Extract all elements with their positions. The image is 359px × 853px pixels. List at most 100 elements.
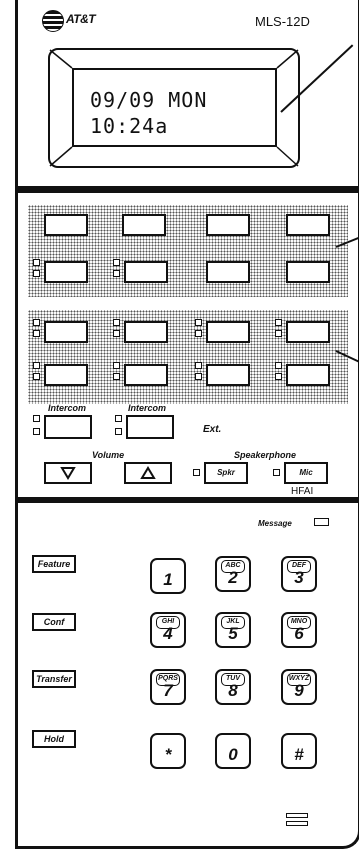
message-light <box>314 518 329 526</box>
line-button-1[interactable] <box>44 321 88 343</box>
att-globe-logo <box>42 10 64 32</box>
triangle-down-icon <box>60 467 76 480</box>
dial-key-letters: JKL <box>221 616 245 629</box>
volume-label: Volume <box>92 450 125 460</box>
led-indicator <box>275 330 282 337</box>
section-divider-bottom <box>15 497 359 503</box>
dial-key-digit: 1 <box>163 570 173 589</box>
dial-key-digit: 2 <box>228 568 238 587</box>
dial-key-letters: MNO <box>287 616 311 629</box>
line-button-6[interactable] <box>124 364 168 386</box>
led-indicator <box>33 373 40 380</box>
led-indicator <box>113 270 120 277</box>
led-indicator <box>33 415 40 422</box>
hold-key[interactable]: Hold <box>32 730 76 748</box>
dial-key-7[interactable]: PQRS 7 <box>150 669 186 705</box>
dial-key-digit: 0 <box>228 745 238 764</box>
triangle-up-icon <box>140 466 156 479</box>
dial-key-1[interactable]: 1 <box>150 558 186 594</box>
dial-key-letters: DEF <box>287 560 311 573</box>
led-indicator <box>33 270 40 277</box>
line-button-8[interactable] <box>286 364 330 386</box>
dial-key-4[interactable]: GHI 4 <box>150 612 186 648</box>
led-indicator <box>115 415 122 422</box>
led-indicator <box>33 259 40 266</box>
model-label: MLS-12D <box>255 14 310 29</box>
intercom-button-right[interactable] <box>126 415 174 439</box>
dial-key-digit: 5 <box>228 624 238 643</box>
led-indicator <box>113 373 120 380</box>
feature-button-3[interactable] <box>206 214 250 236</box>
led-indicator <box>195 330 202 337</box>
dial-key-0[interactable]: 0 <box>215 733 251 769</box>
mic-button[interactable]: Mic <box>284 462 328 484</box>
brand-label: AT&T <box>66 12 96 26</box>
feature-button-5[interactable] <box>44 261 88 283</box>
led-indicator <box>275 362 282 369</box>
volume-down-button[interactable] <box>44 462 92 484</box>
led-indicator <box>113 330 120 337</box>
intercom-label-right: Intercom <box>128 403 167 413</box>
led-indicator <box>33 330 40 337</box>
lcd-line-date: 09/09 MON <box>90 88 208 112</box>
lcd-screen <box>72 68 277 147</box>
led-indicator <box>115 428 122 435</box>
led-indicator <box>275 319 282 326</box>
intercom-button-left[interactable] <box>44 415 92 439</box>
conference-key[interactable]: Conf <box>32 613 76 631</box>
feature-button-2[interactable] <box>122 214 166 236</box>
lcd-line-time: 10:24a <box>90 114 169 138</box>
dial-key-digit: 7 <box>163 681 173 700</box>
dial-key-8[interactable]: TUV 8 <box>215 669 251 705</box>
line-button-4[interactable] <box>286 321 330 343</box>
dial-key-6[interactable]: MNO 6 <box>281 612 317 648</box>
dial-key-digit: 9 <box>294 681 304 700</box>
feature-button-7[interactable] <box>206 261 250 283</box>
dial-key-9[interactable]: WXYZ 9 <box>281 669 317 705</box>
dial-key-5[interactable]: JKL 5 <box>215 612 251 648</box>
speakerphone-label: Speakerphone <box>234 450 297 460</box>
feature-button-6[interactable] <box>124 261 168 283</box>
transfer-key[interactable]: Transfer <box>32 670 76 688</box>
speaker-grille-bottom <box>286 821 308 826</box>
dial-key-star[interactable]: * <box>150 733 186 769</box>
led-indicator <box>195 362 202 369</box>
dial-key-letters: WXYZ <box>287 673 311 686</box>
section-divider-top <box>15 186 359 193</box>
dial-key-3[interactable]: DEF 3 <box>281 556 317 592</box>
line-button-3[interactable] <box>206 321 250 343</box>
dial-key-pound[interactable]: # <box>281 733 317 769</box>
speaker-grille-top <box>286 813 308 818</box>
dial-key-letters: GHI <box>156 616 180 629</box>
dial-key-digit: * <box>164 745 172 764</box>
line-button-2[interactable] <box>124 321 168 343</box>
intercom-label-left: Intercom <box>48 403 87 413</box>
feature-button-4[interactable] <box>286 214 330 236</box>
dial-key-digit: # <box>294 745 304 764</box>
line-button-5[interactable] <box>44 364 88 386</box>
hfai-label: HFAI <box>291 486 314 497</box>
message-label: Message <box>258 519 292 528</box>
led-indicator <box>193 469 200 476</box>
led-indicator <box>113 319 120 326</box>
feature-key[interactable]: Feature <box>32 555 76 573</box>
speaker-button[interactable]: Spkr <box>204 462 248 484</box>
display-bezel <box>48 48 300 168</box>
feature-button-1[interactable] <box>44 214 88 236</box>
led-indicator <box>33 319 40 326</box>
feature-button-8[interactable] <box>286 261 330 283</box>
led-indicator <box>33 362 40 369</box>
dial-key-digit: 3 <box>294 568 304 587</box>
display-bevel-lines <box>49 49 299 167</box>
ext-label: Ext. <box>203 424 222 435</box>
dial-key-digit: 8 <box>228 681 238 700</box>
led-indicator <box>113 259 120 266</box>
volume-up-button[interactable] <box>124 462 172 484</box>
led-indicator <box>195 373 202 380</box>
line-button-7[interactable] <box>206 364 250 386</box>
dial-key-letters: TUV <box>221 673 245 686</box>
led-indicator <box>33 428 40 435</box>
dial-key-letters: PQRS <box>156 673 180 686</box>
dial-key-digit: 6 <box>294 624 304 643</box>
dial-key-2[interactable]: ABC 2 <box>215 556 251 592</box>
